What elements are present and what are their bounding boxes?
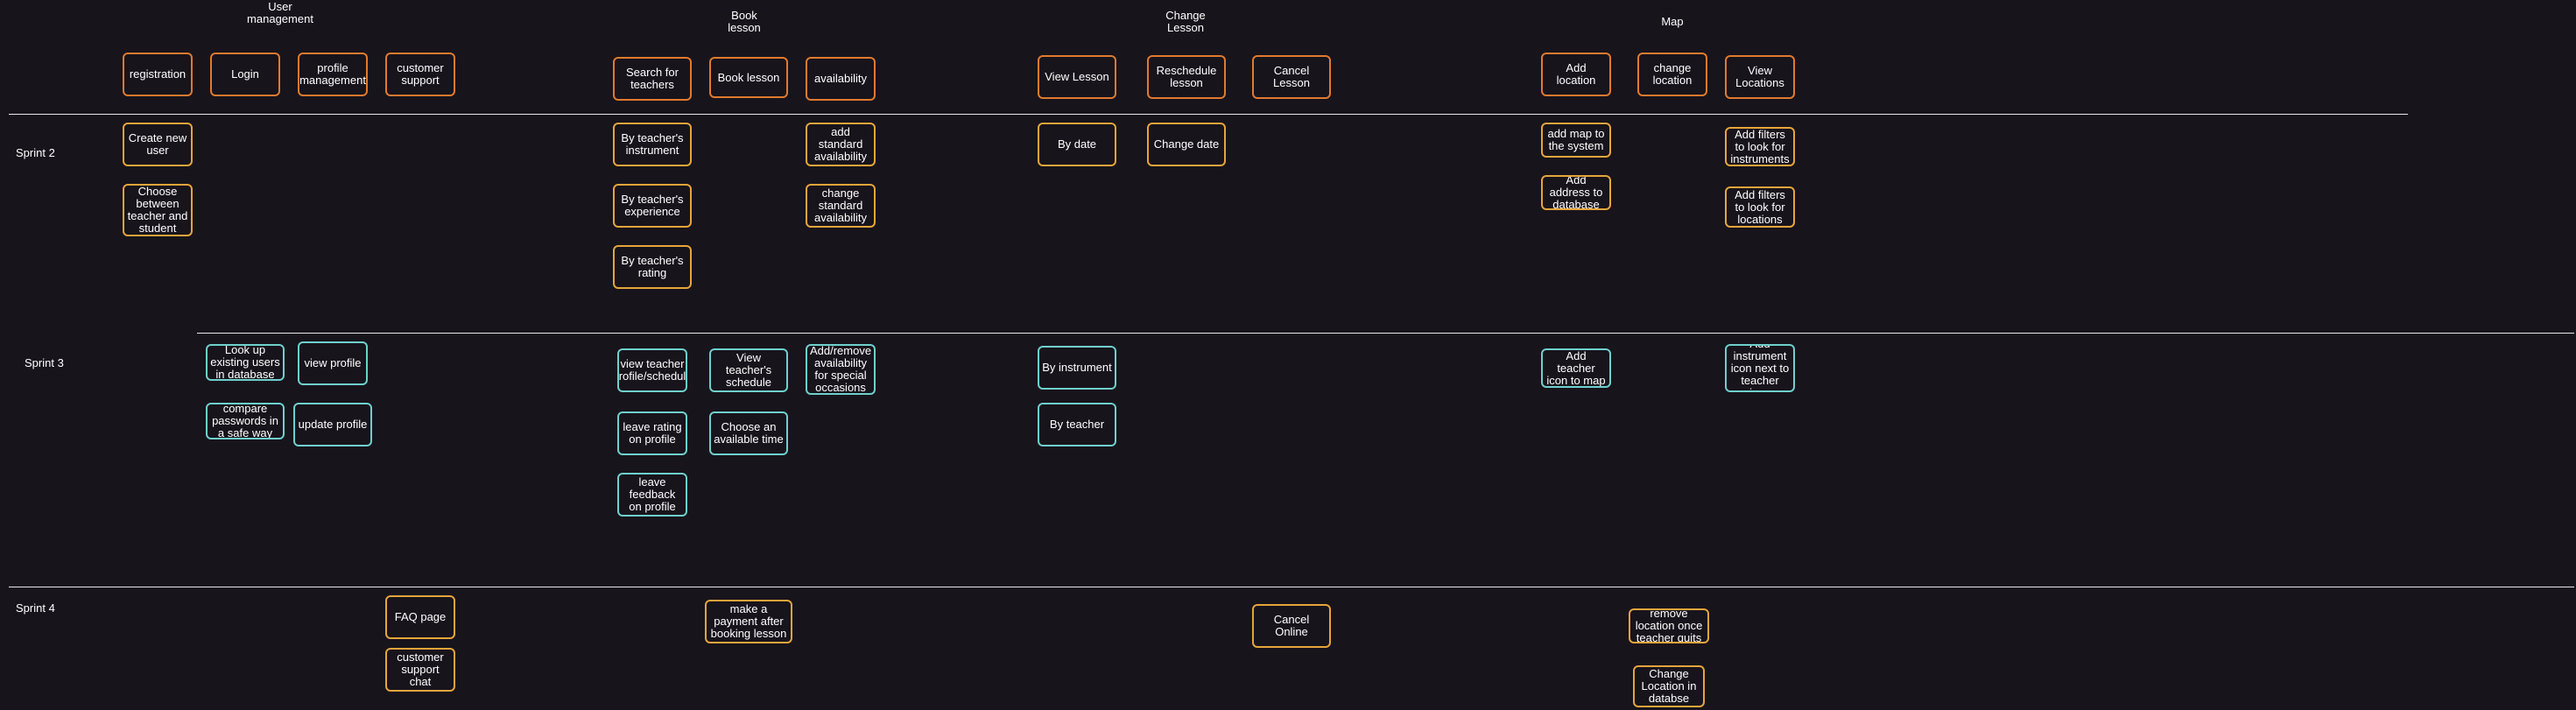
epic-view-locations[interactable]: View Locations — [1725, 55, 1795, 99]
epic-reschedule-lesson[interactable]: Reschedule lesson — [1147, 55, 1226, 99]
divider-sprint2 — [9, 114, 2408, 115]
story-compare-passwords[interactable]: compare passwords in a safe way — [206, 403, 285, 439]
epic-add-location[interactable]: Add location — [1541, 53, 1611, 96]
epic-book-lesson[interactable]: Book lesson — [709, 57, 788, 98]
story-make-payment[interactable]: make a payment after booking lesson — [705, 600, 792, 643]
story-view-teacher-profile[interactable]: view teacher profile/schedule — [617, 348, 687, 392]
story-leave-rating[interactable]: leave rating on profile — [617, 411, 687, 455]
story-customer-support-chat[interactable]: customer support chat — [385, 648, 455, 692]
story-add-teacher-icon[interactable]: Add teacher icon to map — [1541, 348, 1611, 388]
epic-customer-support[interactable]: customer support — [385, 53, 455, 96]
sprint-label-2: Sprint 2 — [16, 146, 55, 159]
sprint-label-4: Sprint 4 — [16, 601, 55, 615]
header-user-management: User management — [247, 0, 313, 25]
story-filters-instruments[interactable]: Add filters to look for instruments — [1725, 127, 1795, 166]
header-book-lesson: Book lesson — [728, 9, 761, 34]
sprint-label-3: Sprint 3 — [25, 356, 64, 369]
story-by-instrument[interactable]: By instrument — [1038, 346, 1116, 390]
epic-change-location[interactable]: change location — [1637, 53, 1707, 96]
story-change-standard-availability[interactable]: change standard availability — [806, 184, 876, 228]
divider-sprint3 — [197, 333, 2574, 334]
story-add-instrument-icon[interactable]: Add instrument icon next to teacher icon — [1725, 344, 1795, 392]
epic-login[interactable]: Login — [210, 53, 280, 96]
epic-registration[interactable]: registration — [123, 53, 193, 96]
story-change-location-db[interactable]: Change Location in databse — [1633, 665, 1705, 707]
story-view-teacher-schedule[interactable]: View teacher's schedule — [709, 348, 788, 392]
story-add-map[interactable]: add map to the system — [1541, 123, 1611, 158]
story-by-teacher[interactable]: By teacher — [1038, 403, 1116, 446]
header-map: Map — [1661, 15, 1684, 28]
story-update-profile[interactable]: update profile — [293, 403, 372, 446]
story-faq-page[interactable]: FAQ page — [385, 595, 455, 639]
story-by-teacher-instrument[interactable]: By teacher's instrument — [613, 123, 692, 166]
story-add-remove-availability[interactable]: Add/remove availability for special occa… — [806, 344, 876, 395]
story-look-up-users[interactable]: Look up existing users in database — [206, 344, 285, 381]
story-add-address[interactable]: Add address to database — [1541, 175, 1611, 210]
story-choose-available-time[interactable]: Choose an available time — [709, 411, 788, 455]
header-change-lesson: Change Lesson — [1165, 9, 1206, 34]
story-by-teacher-experience[interactable]: By teacher's experience — [613, 184, 692, 228]
story-by-date[interactable]: By date — [1038, 123, 1116, 166]
epic-availability[interactable]: availability — [806, 57, 876, 101]
story-choose-teacher-student[interactable]: Choose between teacher and student — [123, 184, 193, 236]
story-by-teacher-rating[interactable]: By teacher's rating — [613, 245, 692, 289]
story-remove-location[interactable]: remove location once teacher quits — [1629, 608, 1709, 643]
epic-cancel-lesson[interactable]: Cancel Lesson — [1252, 55, 1331, 99]
story-leave-feedback[interactable]: leave feedback on profile — [617, 473, 687, 517]
story-view-profile[interactable]: view profile — [298, 341, 368, 385]
epic-search-teachers[interactable]: Search for teachers — [613, 57, 692, 101]
epic-profile-management[interactable]: profile management — [298, 53, 368, 96]
story-change-date[interactable]: Change date — [1147, 123, 1226, 166]
story-cancel-online[interactable]: Cancel Online — [1252, 604, 1331, 648]
story-filters-locations[interactable]: Add filters to look for locations — [1725, 186, 1795, 228]
story-add-standard-availability[interactable]: add standard availability — [806, 123, 876, 166]
story-create-new-user[interactable]: Create new user — [123, 123, 193, 166]
epic-view-lesson[interactable]: View Lesson — [1038, 55, 1116, 99]
